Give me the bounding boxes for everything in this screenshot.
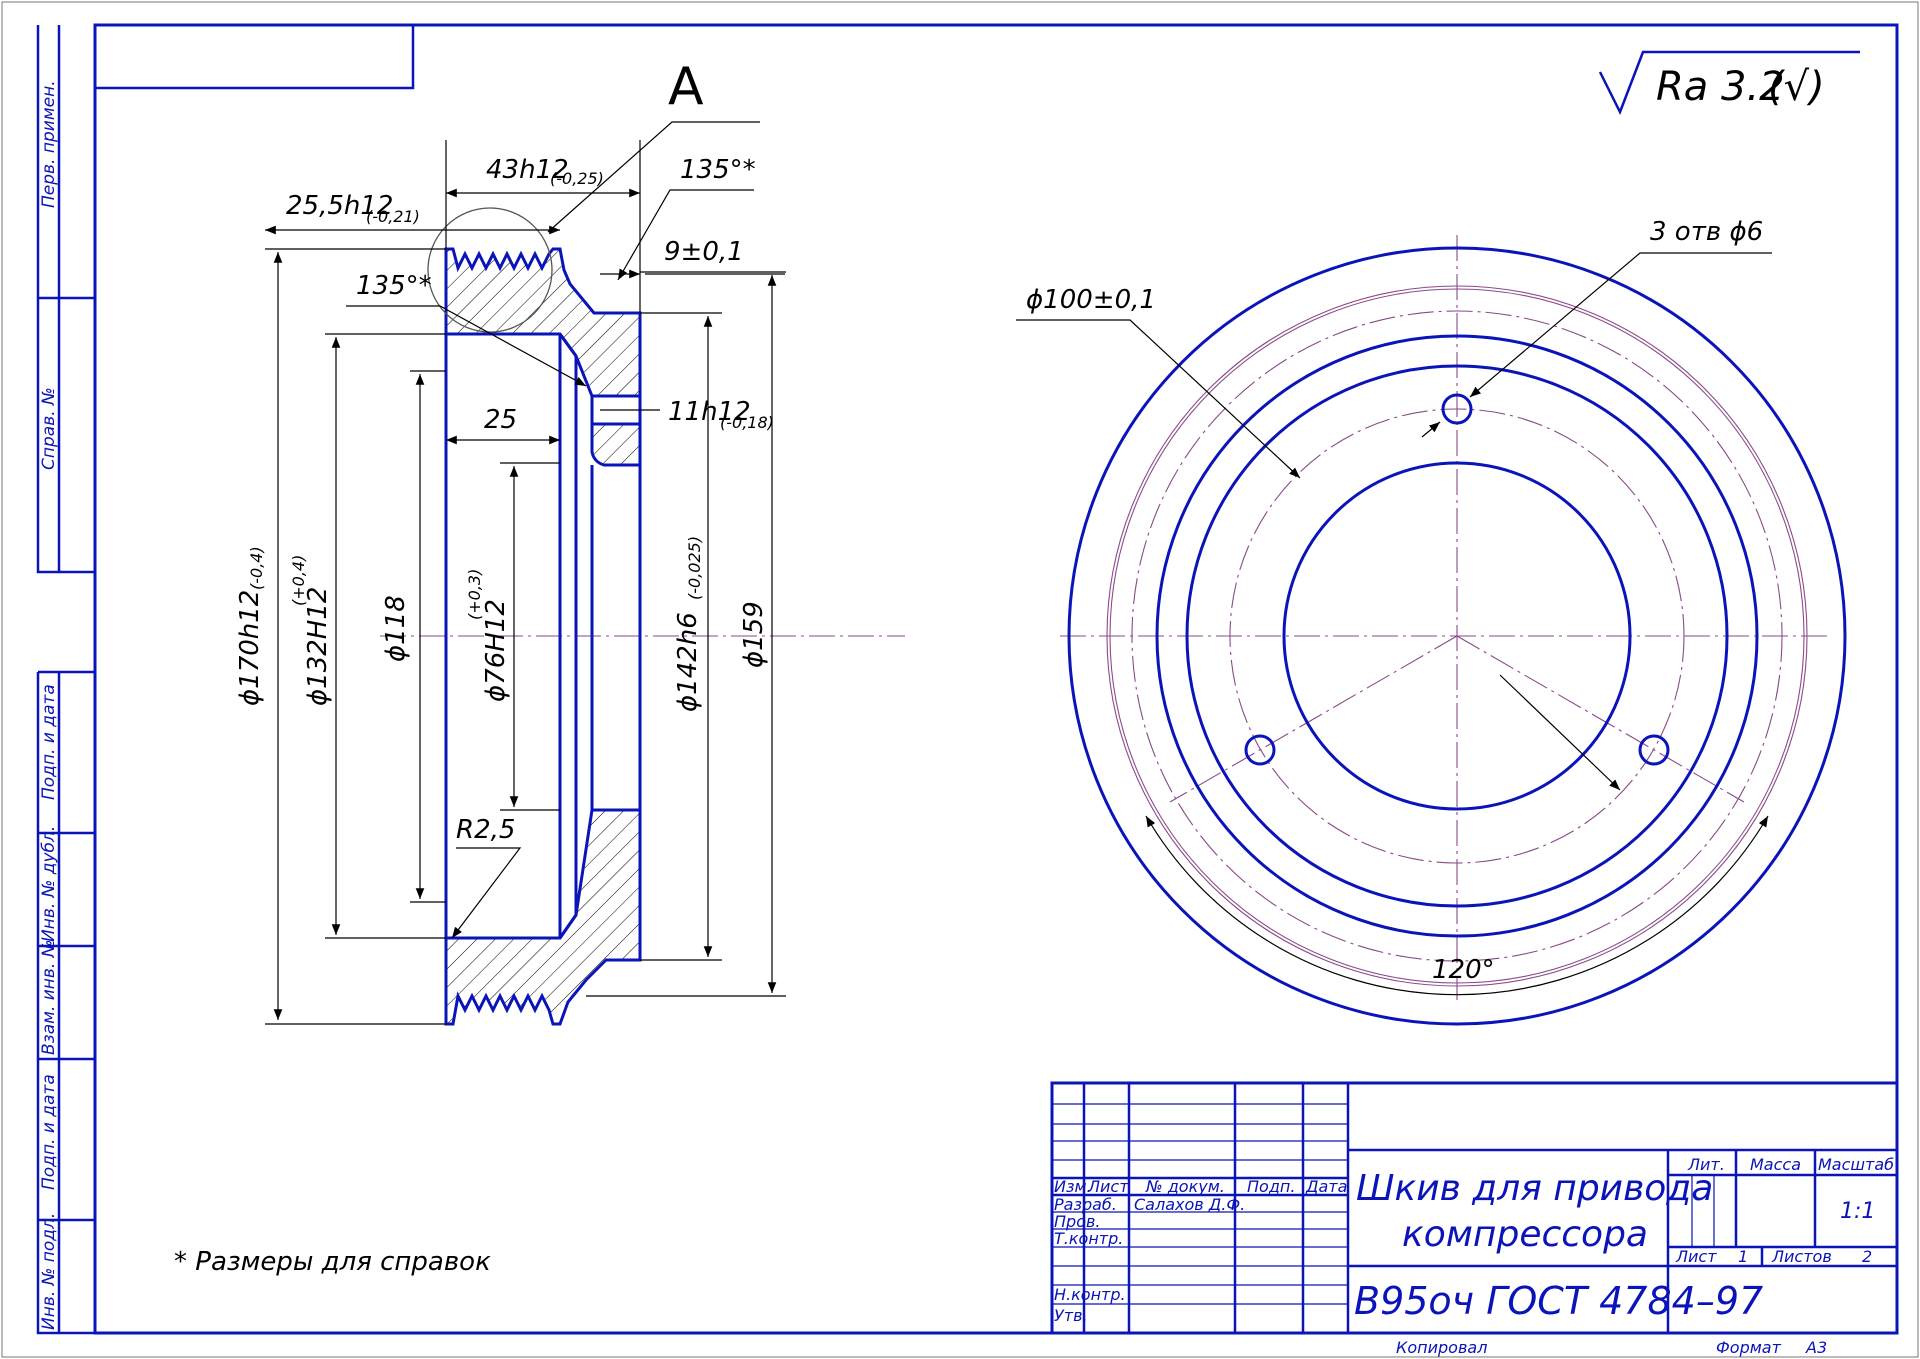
dim-135-left: 135°* [356,271,432,301]
reference-note: * Размеры для справок [174,1247,491,1277]
tb-title-line2: компрессора [1402,1214,1648,1255]
dim-d76: ϕ76H12 [481,599,511,702]
tb-razrab: Разраб. [1054,1195,1117,1214]
tb-format-label: Формат [1716,1338,1782,1357]
tb-sheet-label: Лист [1675,1247,1717,1266]
dim-d142-tol: (-0,025) [685,536,704,600]
dim-d159: ϕ159 [739,601,769,668]
tb-lit: Лит. [1687,1155,1725,1174]
side-label-vzam: Взам. инв. № [39,940,59,1055]
tb-copied: Копировал [1396,1338,1487,1357]
tb-massa: Масса [1750,1155,1801,1174]
bolt-hole-right [1638,734,1670,766]
dim-120: 120° [1432,955,1495,985]
dim-d132-tol: (+0,4) [289,555,308,606]
dim-d170-tol: (-0,4) [247,546,266,590]
roughness-value: Ra 3.2 [1656,64,1785,110]
upper-section-body [444,247,642,398]
dim-25-5h12-tol: (-0,21) [366,207,420,226]
bolt-hole-top [1441,393,1473,425]
dim-11h12-tol: (-0,18) [720,413,774,432]
dim-135-top: 135°* [680,155,756,185]
tb-izm: Изм. [1054,1177,1092,1196]
root-circle [1131,310,1783,962]
dim-d132: ϕ132H12 [303,587,333,706]
tb-prov: Пров. [1054,1212,1101,1231]
dim-d100: ϕ100±0,1 [1026,285,1156,315]
tb-utv: Утв. [1054,1306,1088,1325]
section-view: 43h12 (-0,25) 25,5h12 (-0,21) 135°* 9±0,… [235,121,905,1026]
bolt-pitch-circle [1229,408,1685,864]
roughness-symbol: Ra 3.2 (√) [1598,50,1860,116]
tb-tkontr: Т.контр. [1054,1229,1123,1248]
side-label-inv-podl: Инв. № подл. [39,1213,59,1330]
tb-title-line1: Шкив для привода [1356,1168,1713,1209]
main-frame [93,23,1899,1335]
tb-podp: Подп. [1247,1177,1295,1196]
side-strip: Перв. примен. Справ. № Подп. и дата Инв.… [36,25,95,1335]
angle-arc-120 [1145,815,1769,996]
tb-nkontr: Н.контр. [1054,1285,1126,1304]
dim-d118: ϕ118 [381,595,411,662]
tb-sheets-total: 2 [1862,1247,1872,1266]
dim-r2-5: R2,5 [456,815,515,845]
dim-25-5h12: 25,5h12 [286,191,393,221]
side-label-podp2: Подп. и дата [39,1074,59,1190]
detail-callout-circle [427,207,553,333]
bolt-hole-left [1244,734,1276,766]
tb-dokum: № докум. [1145,1177,1225,1196]
bolt-axis-right [1456,635,1745,803]
dim-43h12: 43h12 [486,155,569,185]
tb-data: Дата [1305,1177,1347,1196]
tb-material: В95оч ГОСТ 4784–97 [1354,1279,1763,1323]
dim-d142: ϕ142h6 [673,612,703,712]
tb-format: А3 [1805,1338,1827,1357]
groove-circle-inner [1109,288,1805,984]
tb-list: Лист [1087,1177,1129,1196]
dim-25: 25 [484,405,517,435]
bolt-axis-left [1169,635,1458,803]
side-label-perv: Перв. примен. [39,80,59,208]
tb-masshtab: Масштаб [1818,1155,1894,1174]
front-view: ϕ100±0,1 3 отв ϕ6 120° [1016,217,1847,1026]
roughness-default: (√) [1768,64,1825,110]
dim-holes: 3 отв ϕ6 [1650,217,1763,247]
dim-d76-tol: (+0,3) [465,569,484,620]
flange-circle [1185,364,1729,908]
side-label-inv-dubl: Инв. № дубл. [39,826,59,942]
rim-outer-circle [1067,246,1847,1026]
title-block: Изм. Лист № докум. Подп. Дата Разраб. Са… [1050,1081,1899,1357]
dim-d170: ϕ170h12 [235,590,265,706]
tb-sheet-no: 1 [1738,1247,1748,1266]
bore-circle [1282,461,1632,811]
dim-43h12-tol: (-0,25) [550,169,604,188]
dim-9: 9±0,1 [664,237,744,267]
groove-circle-outer [1106,285,1808,987]
tb-scale: 1:1 [1840,1199,1875,1224]
side-label-podp1: Подп. и дата [39,684,59,800]
tb-razrab-name: Салахов Д.Ф. [1134,1195,1245,1214]
hub-circle [1155,334,1759,938]
lower-section-body [444,808,642,1026]
top-left-stamp-box [93,23,415,90]
side-label-sprav: Справ. № [39,387,59,470]
upper-flange-ring [590,422,642,467]
section-label: A [668,57,704,117]
tb-sheets-label: Листов [1771,1247,1832,1266]
